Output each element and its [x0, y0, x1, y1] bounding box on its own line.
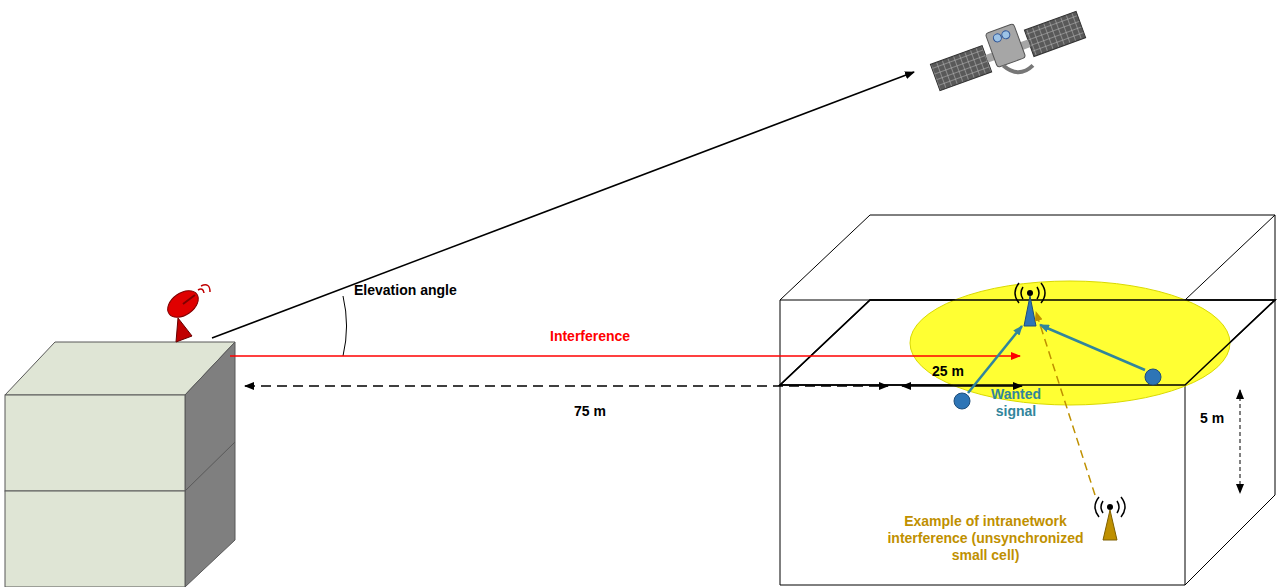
- satellite-link: [212, 72, 914, 338]
- signal-label: Interference: [550, 328, 630, 345]
- elevation-arc: [343, 296, 347, 356]
- dimension-label: 75 m: [574, 403, 606, 420]
- building-edge: [1185, 495, 1275, 585]
- interfering-small-cell: [1095, 497, 1125, 540]
- dish-stand: [176, 318, 192, 342]
- antenna-tip: [1027, 290, 1033, 296]
- intranetwork-interference-arrow: [1036, 312, 1095, 495]
- signal-label: Wanted signal: [986, 386, 1046, 420]
- building-floor: [5, 491, 185, 587]
- angle-label: Elevation angle: [354, 282, 457, 299]
- antenna-tip: [1107, 504, 1113, 510]
- antenna-waves: [1095, 497, 1125, 517]
- building-divider: [185, 442, 235, 491]
- solar-panel: [1024, 11, 1085, 56]
- antenna-waves: [1015, 283, 1045, 303]
- wanted-signal-arrow: [1040, 325, 1145, 370]
- user-terminal: [1145, 369, 1161, 385]
- satellite-sensor: [992, 33, 1002, 43]
- earth-station-building: [5, 342, 235, 587]
- antenna-mast: [1024, 296, 1036, 326]
- dimension-label: 25 m: [932, 363, 964, 380]
- distance-dimension: [245, 385, 888, 387]
- small-cell-building: [780, 215, 1275, 585]
- interference-arrow: [230, 355, 1020, 357]
- satellite-body: [985, 24, 1026, 68]
- building-edge: [780, 585, 1185, 586]
- small-cell-antenna: [1015, 283, 1045, 326]
- dimension-label: 5 m: [1200, 410, 1224, 427]
- satellite-sensor: [1001, 30, 1011, 40]
- satellite-antenna: [1003, 56, 1034, 77]
- solar-panel: [930, 46, 991, 91]
- height-dimension: [1240, 390, 1241, 493]
- satellite-dish: [163, 285, 210, 342]
- dish-reflector: [163, 285, 203, 323]
- note-label: Example of intranetwork interference (un…: [878, 513, 1093, 563]
- antenna-mast: [1103, 510, 1117, 540]
- building-edge: [1275, 215, 1276, 495]
- building-floor: [5, 395, 185, 491]
- wanted-signal-arrow: [968, 326, 1022, 393]
- building-edge: [780, 300, 781, 585]
- satellite: [927, 2, 1089, 101]
- user-terminal: [954, 393, 970, 409]
- dish-feed: [183, 295, 195, 304]
- dish-waves: [198, 285, 210, 293]
- building-side: [185, 342, 235, 587]
